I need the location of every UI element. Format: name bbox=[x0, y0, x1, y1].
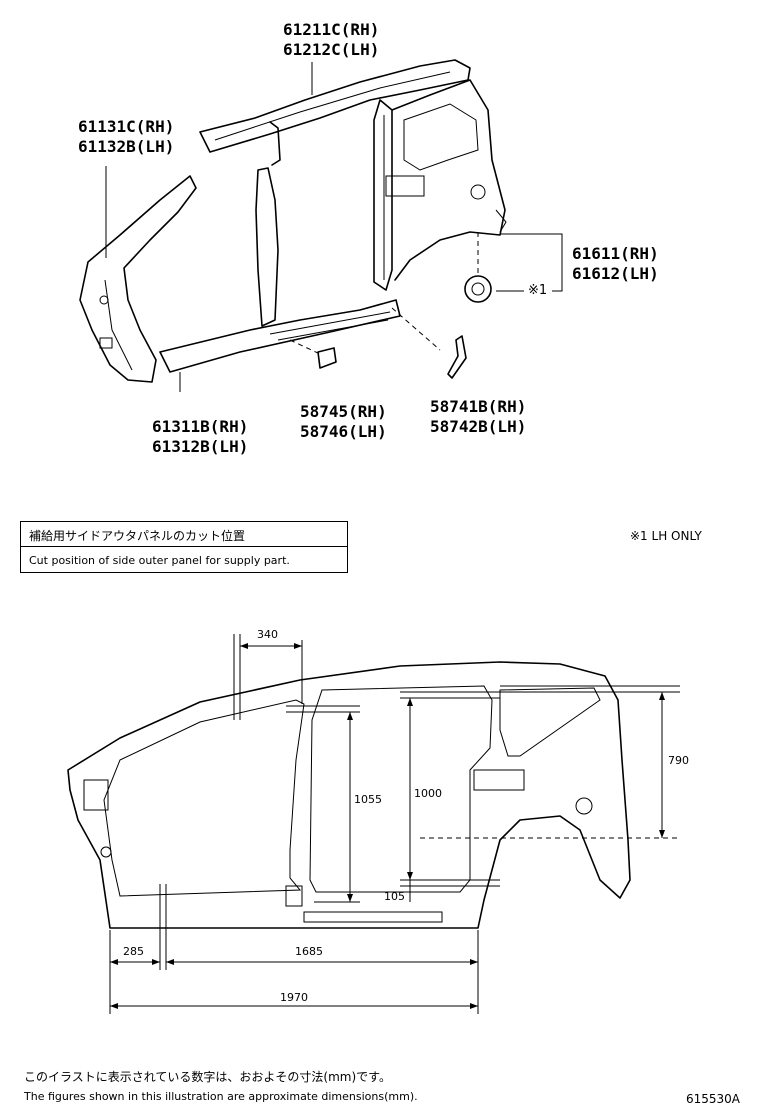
quarter-section bbox=[385, 79, 507, 281]
roof-side-rail bbox=[199, 59, 471, 153]
rocker-lh-label: 61312B(LH) bbox=[152, 437, 249, 456]
dim-285: 285 bbox=[123, 945, 144, 958]
illustration-code: 615530A bbox=[686, 1092, 741, 1106]
rocker-pad-rh-label: 58745(RH) bbox=[300, 402, 387, 421]
rocker-panel bbox=[159, 299, 401, 373]
lh-only-note: ※1 LH ONLY bbox=[630, 529, 702, 543]
dim-1000: 1000 bbox=[414, 787, 442, 800]
rocker-pad-lh-label: 58746(LH) bbox=[300, 422, 387, 441]
roof-side-rh-label: 61211C(RH) bbox=[283, 20, 380, 39]
dim-340: 340 bbox=[257, 628, 278, 641]
dimension-lines bbox=[109, 634, 680, 1014]
front-pillar bbox=[79, 175, 197, 383]
quarter-panel-lh-label: 61612(LH) bbox=[572, 264, 659, 283]
front-pillar-lh-label: 61132B(LH) bbox=[78, 137, 175, 156]
side-view-outline bbox=[67, 661, 631, 929]
rocker-pad-leader bbox=[289, 339, 321, 355]
cut-box-title-ja: 補給用サイドアウタパネルのカット位置 bbox=[29, 529, 246, 543]
dim-790: 790 bbox=[668, 754, 689, 767]
dim-1970: 1970 bbox=[280, 991, 308, 1004]
quarter-panel-rh-label: 61611(RH) bbox=[572, 244, 659, 263]
cut-box-title-en: Cut position of side outer panel for sup… bbox=[29, 554, 290, 567]
rear-pad-lh-label: 58742B(LH) bbox=[430, 417, 527, 436]
rocker-pad bbox=[317, 347, 337, 369]
dim-105: 105 bbox=[384, 890, 405, 903]
rear-pad-leader bbox=[391, 307, 441, 351]
footer-note-ja: このイラストに表示されている数字は、おおよその寸法(mm)です。 bbox=[24, 1070, 391, 1084]
note-marker: ※1 bbox=[528, 283, 548, 298]
fuel-lid-part bbox=[464, 275, 492, 303]
front-pillar-rh-label: 61131C(RH) bbox=[78, 117, 175, 136]
cut-position-box: 補給用サイドアウタパネルのカット位置 Cut position of side … bbox=[20, 521, 348, 573]
quarter-bracket bbox=[500, 233, 563, 292]
rear-pad-rh-label: 58741B(RH) bbox=[430, 397, 527, 416]
cut-box-divider bbox=[21, 546, 347, 547]
rocker-rh-label: 61311B(RH) bbox=[152, 417, 249, 436]
footer-note-en: The figures shown in this illustration a… bbox=[24, 1090, 418, 1103]
roof-side-lh-label: 61212C(LH) bbox=[283, 40, 380, 59]
dim-1055: 1055 bbox=[354, 793, 382, 806]
center-pillar bbox=[255, 99, 393, 327]
rear-pad bbox=[447, 335, 467, 379]
dim-1685: 1685 bbox=[295, 945, 323, 958]
